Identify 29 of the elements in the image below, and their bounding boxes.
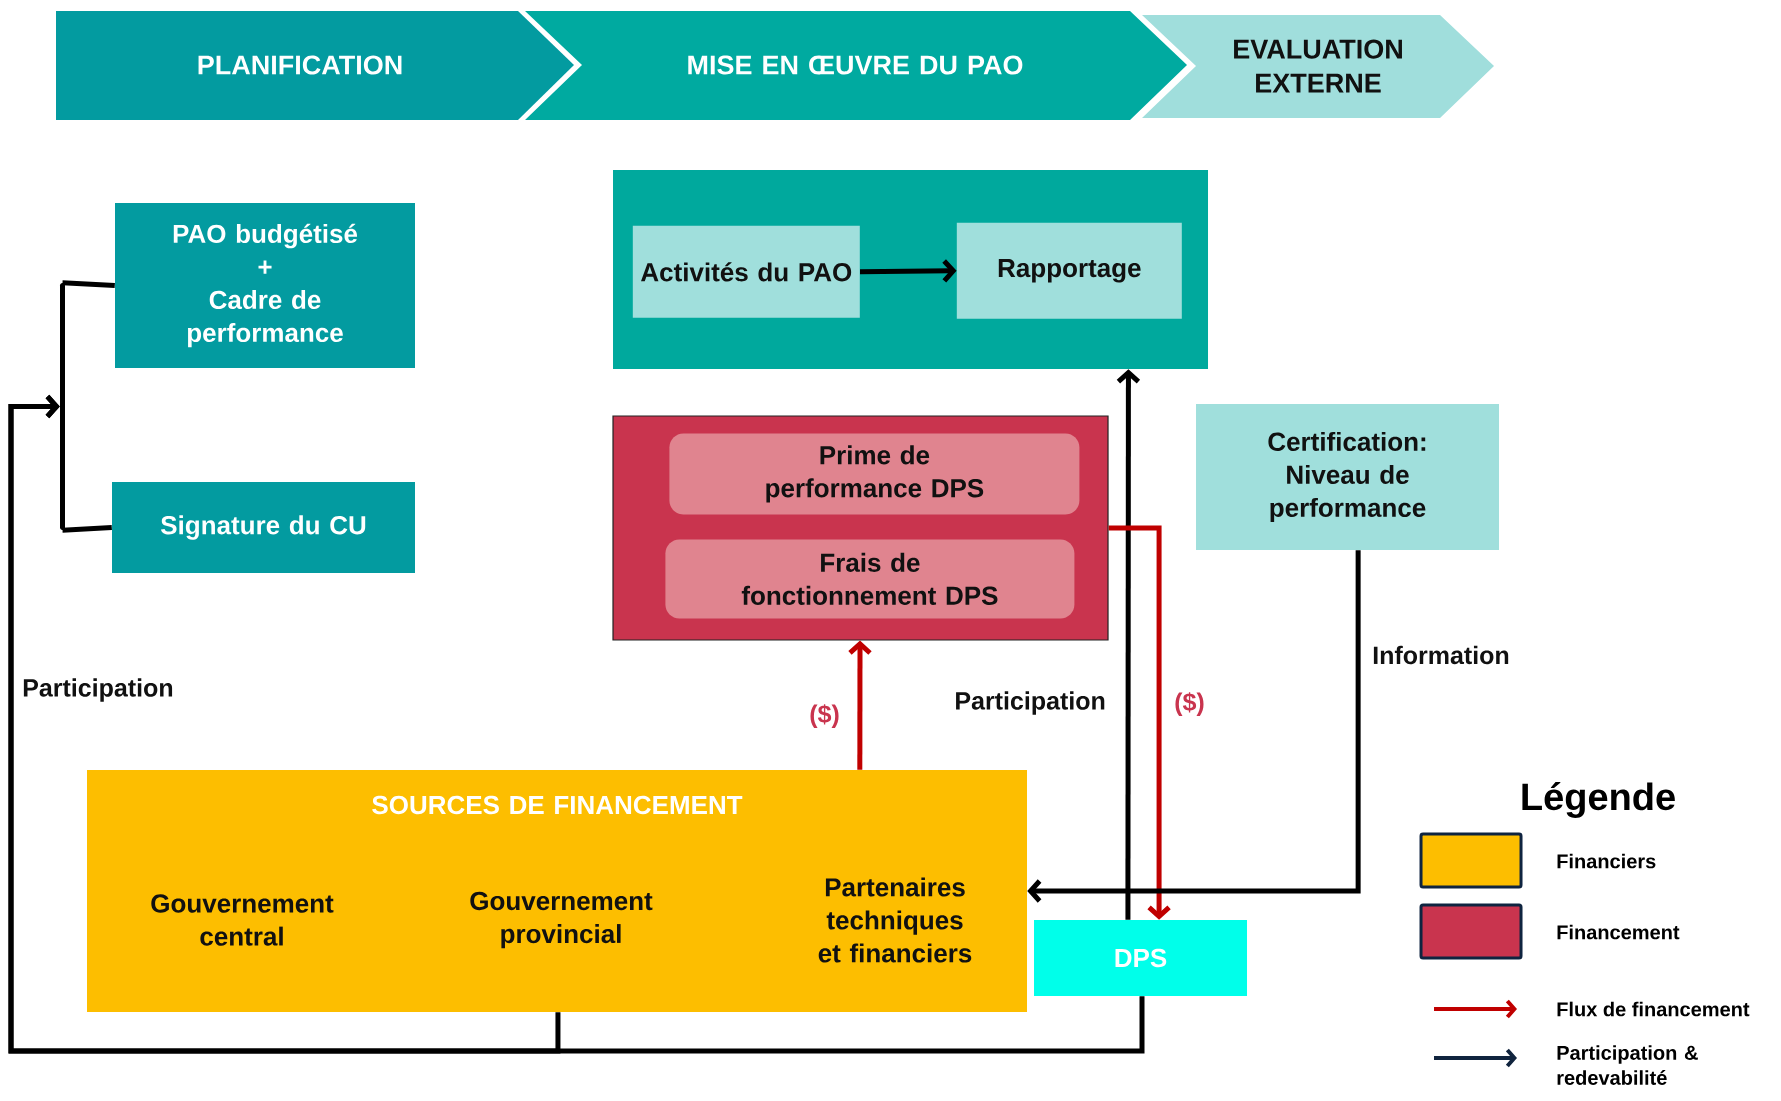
edge-label: ($) [807, 702, 842, 730]
edge-label: Participation [952, 689, 1108, 717]
arrow [1108, 525, 1171, 920]
rounded-box: Frais de fonctionnement DPS [665, 539, 1075, 619]
process-box: Activités du PAO [632, 225, 860, 318]
phase-banner: EVALUATION EXTERNE [1142, 15, 1494, 118]
edge-label: ($) [1172, 690, 1207, 718]
bracket [60, 283, 65, 530]
edge-label: Information [1370, 643, 1512, 667]
phase-banner: MISE EN ŒUVRE DU PAO [525, 11, 1187, 120]
legend-text: Financement [1557, 924, 1680, 940]
funding-box: SOURCES DE FINANCEMENT Gouvernement central Gouvernement provincial Partenaires techniques et financiers [87, 770, 1027, 1012]
arrow [1116, 369, 1141, 920]
phase-banner: PLANIFICATION [56, 11, 574, 120]
legend-text: Flux de financement [1557, 1001, 1750, 1017]
process-box: PAO budgétisé + Cadre de performance [115, 203, 415, 368]
arrow [1027, 550, 1361, 903]
rounded-box: Prime de performance DPS [669, 433, 1080, 515]
legend-text: Participation & redevabilité [1557, 1045, 1698, 1085]
process-box: Rapportage [956, 222, 1182, 319]
edge-label: Participation [20, 676, 176, 704]
legend-text: Financiers [1557, 853, 1656, 869]
arrow [8, 394, 1145, 1054]
process-box: DPS [1034, 920, 1247, 996]
process-box: Certification: Niveau de performance [1196, 404, 1499, 550]
arrow [860, 259, 957, 283]
legend-title: Légende [1522, 782, 1675, 818]
process-box: Signature du CU [112, 482, 415, 573]
arrow [848, 640, 872, 770]
